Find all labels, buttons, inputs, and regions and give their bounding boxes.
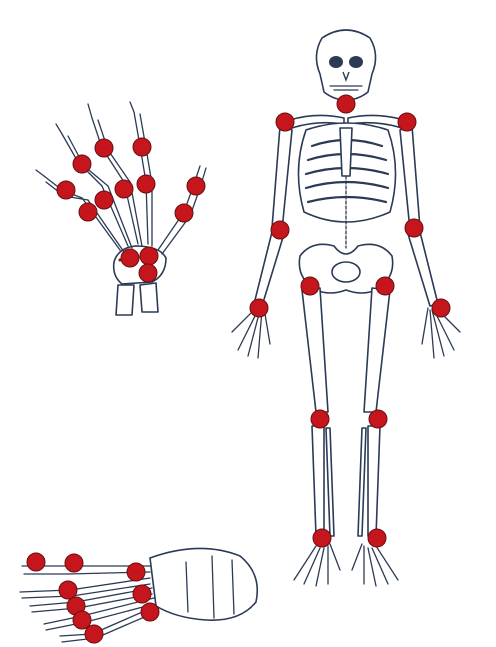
wrist-left (250, 299, 268, 317)
elbow-right (405, 219, 423, 237)
toe-pip-4 (85, 625, 103, 643)
hip-left (301, 277, 319, 295)
shoulder-left (276, 113, 294, 131)
toe-ip-1 (27, 553, 45, 571)
jaw (337, 95, 355, 113)
hand-dip-1 (57, 181, 75, 199)
hand-dip-2 (73, 155, 91, 173)
knee-right (369, 410, 387, 428)
hand-dip-4 (133, 138, 151, 156)
hand-wrist-2 (140, 247, 158, 265)
toe-mtp-1 (127, 563, 145, 581)
hip-right (376, 277, 394, 295)
hand-mcp-2 (119, 259, 121, 261)
hand-pip-4 (137, 175, 155, 193)
ankle-right (368, 529, 386, 547)
toe-pip-3 (73, 611, 91, 629)
hand-mcp-1 (175, 204, 193, 222)
hand-dip-3 (95, 139, 113, 157)
hand-pip-3 (115, 180, 133, 198)
hand-wrist-3 (139, 264, 157, 282)
shoulder-right (398, 113, 416, 131)
toe-ip-2 (65, 554, 83, 572)
knee-left (311, 410, 329, 428)
wrist-right (432, 299, 450, 317)
hand-pip-5 (187, 177, 205, 195)
hand-pip-1 (79, 203, 97, 221)
hand-wrist-1 (121, 249, 139, 267)
elbow-left (271, 221, 289, 239)
toe-mtp-2 (133, 585, 151, 603)
ankle-left (313, 529, 331, 547)
hand-pip-2 (95, 191, 113, 209)
toe-mtp-3 (141, 603, 159, 621)
toe-pip-1 (59, 581, 77, 599)
